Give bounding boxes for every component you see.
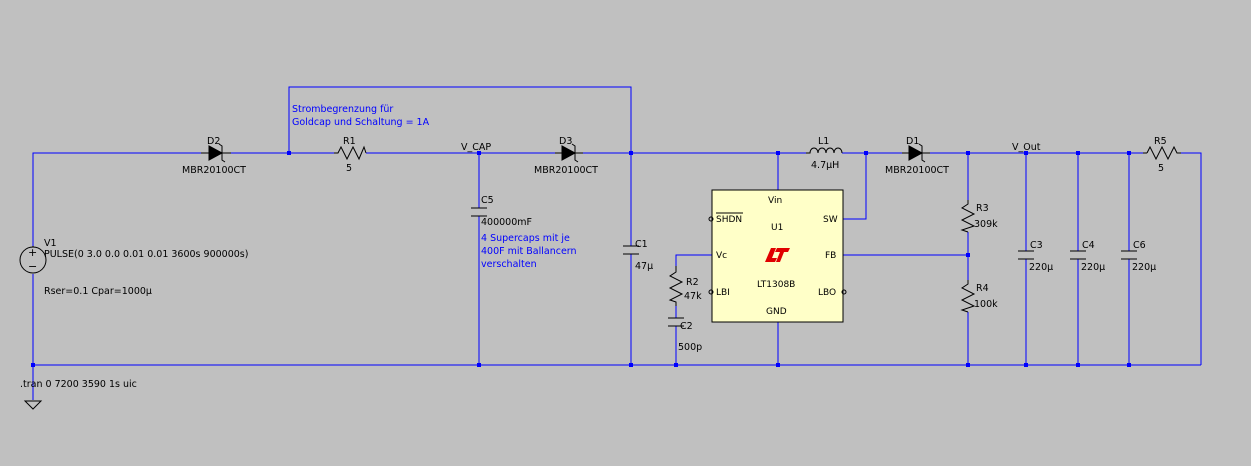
current-limit-note[interactable]: Strombegrenzung für Goldcap und Schaltun… (292, 104, 430, 128)
r2-value: 47k (684, 291, 702, 302)
c6-value: 220µ (1132, 262, 1156, 273)
resistor-icon (1146, 145, 1181, 161)
inductor-l1[interactable]: L1 4.7µH (806, 136, 843, 171)
svg-text:−: − (28, 260, 37, 273)
r5-label: R5 (1154, 136, 1167, 147)
resistor-icon (668, 266, 684, 306)
r4-label: R4 (976, 283, 989, 294)
l1-value: 4.7µH (811, 160, 839, 171)
pin-shdn-label: SHDN (716, 215, 742, 225)
v1-label: V1 (44, 238, 57, 249)
note-caps-1: 4 Supercaps mit je (481, 233, 570, 244)
c5-value: 400000mF (481, 217, 532, 228)
r1-value: 5 (346, 163, 352, 174)
diode-icon (208, 145, 224, 161)
d3-value: MBR20100CT (534, 165, 598, 176)
supercaps-note[interactable]: 4 Supercaps mit je 400F mit Ballancern v… (481, 233, 577, 270)
pin-vin-label: Vin (768, 196, 782, 206)
l1-label: L1 (818, 136, 829, 147)
c3-label: C3 (1030, 240, 1043, 251)
ic-body (711, 189, 844, 323)
svg-text:+: + (28, 246, 37, 259)
resistor-r5[interactable]: R5 5 (1143, 136, 1181, 174)
resistor-r2[interactable]: R2 47k (668, 266, 702, 306)
diode-icon (561, 145, 577, 161)
resistor-r3[interactable]: R3 309k (960, 200, 998, 233)
d2-label: D2 (207, 136, 220, 147)
note-caps-3: verschalten (481, 259, 537, 270)
ground-icon (23, 400, 43, 410)
r4-value: 100k (974, 299, 998, 310)
capacitor-c6[interactable]: C6 220µ (1121, 240, 1156, 273)
d1-label: D1 (906, 136, 919, 147)
junction-dots (31, 151, 1131, 367)
c1-label: C1 (635, 239, 648, 250)
note-line-1: Strombegrenzung für (292, 104, 393, 115)
ic-part-label: LT1308B (757, 280, 795, 290)
r1-label: R1 (343, 136, 356, 147)
net-label-vcap[interactable]: V_CAP (461, 142, 491, 153)
pin-fb-label: FB (825, 251, 836, 261)
d1-value: MBR20100CT (885, 165, 949, 176)
c4-label: C4 (1082, 240, 1095, 251)
note-caps-2: 400F mit Ballancern (481, 246, 577, 257)
inductor-icon (806, 147, 843, 154)
r3-label: R3 (976, 203, 989, 214)
v1-value: PULSE(0 3.0 0.0 0.01 0.01 3600s 900000s) (44, 249, 248, 260)
resistor-icon (334, 145, 367, 161)
resistor-icon (960, 280, 976, 313)
d3-label: D3 (559, 136, 572, 147)
capacitor-c5[interactable]: C5 400000mF (471, 195, 532, 228)
capacitor-c2[interactable]: C2 500p (668, 317, 702, 353)
c6-label: C6 (1133, 240, 1146, 251)
v1-param: Rser=0.1 Cpar=1000µ (44, 286, 152, 297)
ground-symbol[interactable] (23, 400, 43, 410)
c2-label: C2 (680, 321, 693, 332)
pin-gnd-label: GND (766, 307, 787, 317)
resistor-icon (960, 200, 976, 233)
spice-directive[interactable]: .tran 0 7200 3590 1s uic (20, 379, 137, 390)
c5-label: C5 (481, 195, 494, 206)
diode-d1[interactable]: D1 MBR20100CT (885, 136, 949, 176)
pin-lbo-label: LBO (818, 288, 836, 298)
ic-ref-label: U1 (771, 223, 783, 233)
r5-value: 5 (1158, 163, 1164, 174)
resistor-r4[interactable]: R4 100k (960, 280, 998, 313)
note-line-2: Goldcap und Schaltung = 1A (292, 117, 430, 128)
voltage-source-icon (19, 246, 47, 274)
pin-vc-label: Vc (716, 251, 727, 261)
pin-sw-label: SW (823, 215, 838, 225)
voltage-source-v1[interactable]: + − V1 PULSE(0 3.0 0.0 0.01 0.01 3600s 9… (19, 238, 248, 297)
r3-value: 309k (974, 219, 998, 230)
diode-icon (908, 145, 924, 161)
resistor-r1[interactable]: R1 5 (334, 136, 367, 174)
c3-value: 220µ (1029, 262, 1053, 273)
capacitor-c3[interactable]: C3 220µ (1018, 240, 1053, 273)
c1-value: 47µ (635, 261, 653, 272)
r2-label: R2 (686, 277, 699, 288)
d2-value: MBR20100CT (182, 165, 246, 176)
pin-lbi-label: LBI (716, 288, 730, 298)
linear-technology-logo-icon (765, 248, 790, 262)
wires[interactable] (32, 86, 1202, 400)
c2-value: 500p (678, 342, 702, 353)
capacitor-c4[interactable]: C4 220µ (1070, 240, 1105, 273)
ic-lt1308b[interactable]: Vin U1 SHDN SW Vc FB LBI LBO LT1308B GND (708, 189, 847, 323)
capacitor-c1[interactable]: C1 47µ (623, 239, 653, 272)
c4-value: 220µ (1081, 262, 1105, 273)
diode-d3[interactable]: D3 MBR20100CT (534, 136, 598, 176)
net-label-vout[interactable]: V_Out (1012, 142, 1041, 153)
diode-d2[interactable]: D2 MBR20100CT (182, 136, 246, 176)
